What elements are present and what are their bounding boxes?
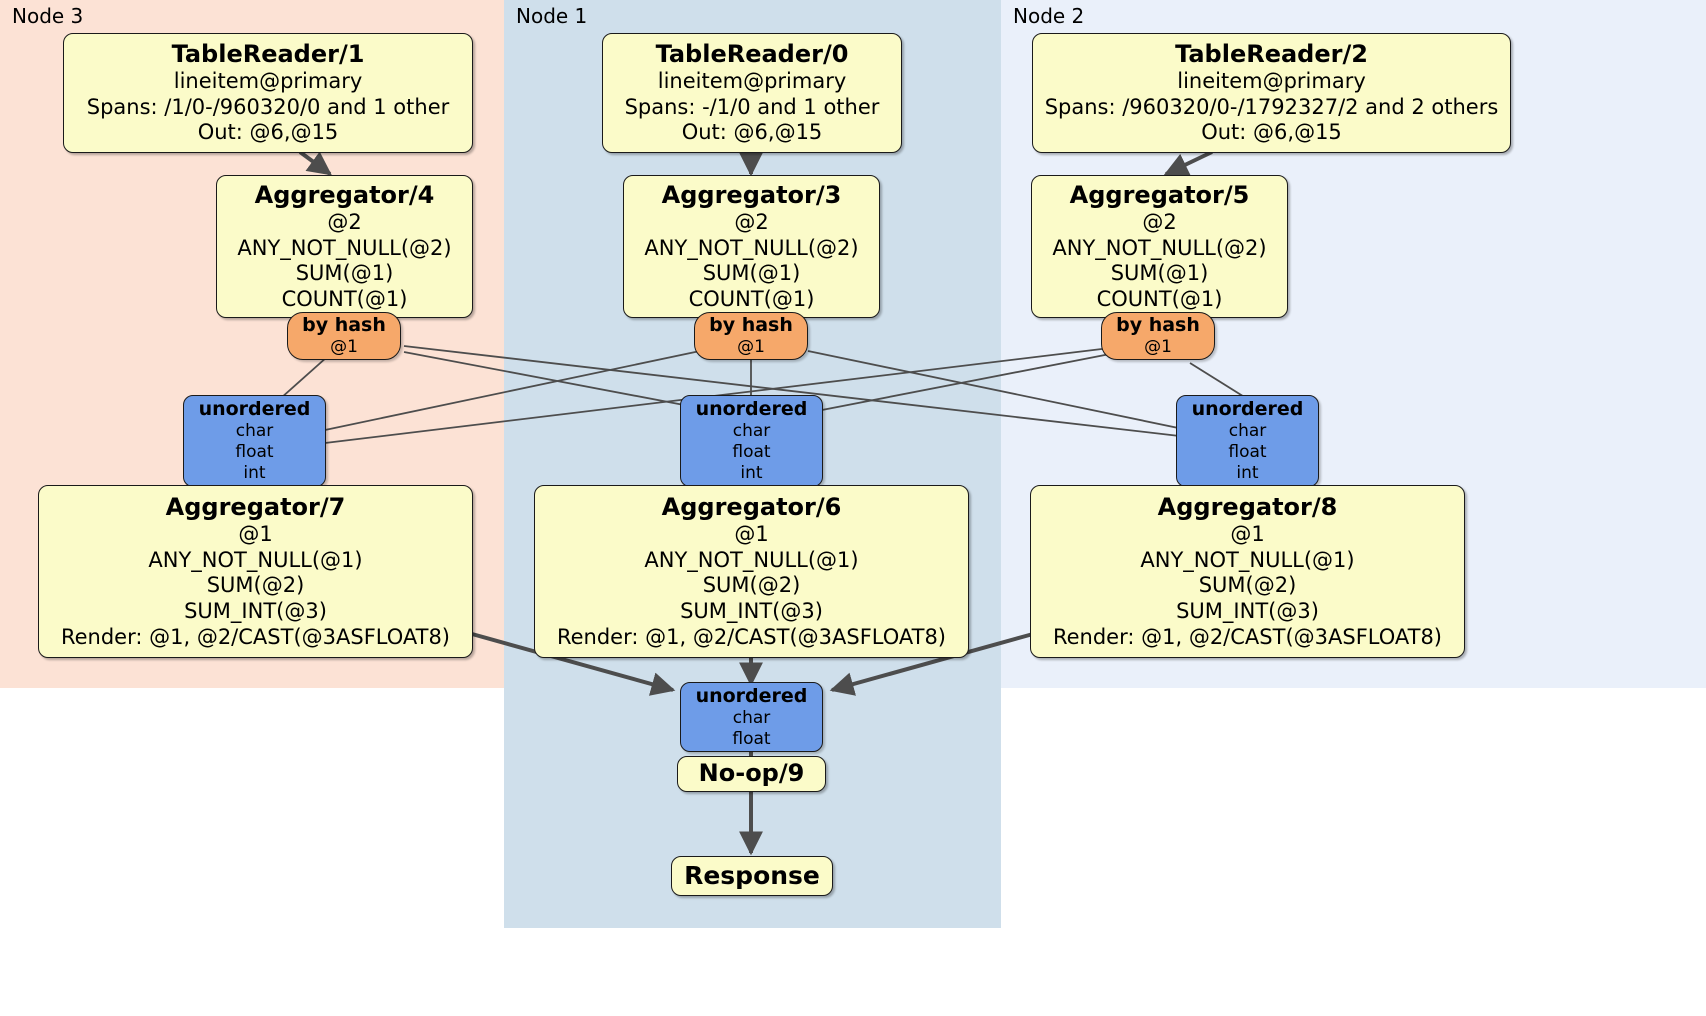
node-detail-line: Out: @6,@15 [197,120,339,145]
router-by-hash-middle[interactable]: by hash @1 [694,312,808,360]
processor-aggregator-4[interactable]: Aggregator/4 @2 ANY_NOT_NULL(@2) SUM(@1)… [216,175,473,318]
stream-detail-line: int [740,462,763,483]
router-by-hash-left[interactable]: by hash @1 [287,312,401,360]
node-detail-line: ANY_NOT_NULL(@1) [148,547,363,572]
node-title: Aggregator/3 [661,180,842,209]
node-detail-line: Spans: /960320/0-/1792327/2 and 2 others [1044,94,1499,119]
stream-unordered-final[interactable]: unordered char float [680,682,823,752]
stream-detail-line: int [1236,462,1259,483]
node-title: Aggregator/4 [254,180,435,209]
node-detail-line: SUM(@1) [1110,261,1209,286]
stream-detail-line: char [732,421,771,442]
node-detail-line: COUNT(@1) [1096,286,1223,311]
router-detail-line: @1 [1144,337,1172,358]
node-detail-line: ANY_NOT_NULL(@1) [1140,547,1355,572]
stream-detail-line: char [732,707,771,728]
node-detail-line: @2 [1142,209,1177,234]
node-detail-line: ANY_NOT_NULL(@1) [644,547,859,572]
stream-detail-line: float [235,442,274,463]
node-detail-line: SUM(@1) [295,261,394,286]
stream-unordered-right[interactable]: unordered char float int [1176,395,1319,487]
node-title: Aggregator/7 [165,492,346,521]
node-title: Aggregator/6 [661,492,842,521]
stream-detail-line: char [235,421,274,442]
node-title: TableReader/0 [655,39,849,68]
node-detail-line: SUM(@2) [1198,573,1297,598]
stream-title: unordered [695,398,808,421]
node-detail-line: lineitem@primary [657,69,847,94]
stream-detail-line: float [732,728,771,749]
router-title: by hash [1116,314,1200,337]
node-title: Response [684,860,820,890]
router-title: by hash [709,314,793,337]
node-detail-line: ANY_NOT_NULL(@2) [644,235,859,260]
node-detail-line: SUM(@2) [702,573,801,598]
processor-aggregator-7[interactable]: Aggregator/7 @1 ANY_NOT_NULL(@1) SUM(@2)… [38,485,473,658]
stream-detail-line: int [243,462,266,483]
node-detail-line: @1 [238,522,273,547]
router-title: by hash [302,314,386,337]
stream-unordered-left[interactable]: unordered char float int [183,395,326,487]
node-detail-line: Spans: /1/0-/960320/0 and 1 other [86,94,450,119]
processor-table-reader-0[interactable]: TableReader/0 lineitem@primary Spans: -/… [602,33,902,153]
processor-aggregator-3[interactable]: Aggregator/3 @2 ANY_NOT_NULL(@2) SUM(@1)… [623,175,880,318]
node-detail-line: @1 [1230,522,1265,547]
router-detail-line: @1 [737,337,765,358]
stream-title: unordered [1191,398,1304,421]
node-detail-line: SUM_INT(@3) [1176,598,1319,623]
processor-no-op-9[interactable]: No-op/9 [677,756,826,792]
processor-aggregator-6[interactable]: Aggregator/6 @1 ANY_NOT_NULL(@1) SUM(@2)… [534,485,969,658]
node-detail-line: Out: @6,@15 [681,120,823,145]
node-detail-line: ANY_NOT_NULL(@2) [237,235,452,260]
node-detail-line: SUM_INT(@3) [680,598,823,623]
cluster-node-3-label: Node 3 [12,4,84,28]
processor-aggregator-8[interactable]: Aggregator/8 @1 ANY_NOT_NULL(@1) SUM(@2)… [1030,485,1465,658]
node-title: No-op/9 [698,759,805,788]
node-title: Aggregator/8 [1157,492,1338,521]
node-detail-line: @2 [734,209,769,234]
node-detail-line: lineitem@primary [1177,69,1366,94]
processor-table-reader-1[interactable]: TableReader/1 lineitem@primary Spans: /1… [63,33,473,153]
node-detail-line: COUNT(@1) [281,286,408,311]
stream-detail-line: float [1228,442,1267,463]
node-detail-line: ANY_NOT_NULL(@2) [1052,235,1267,260]
router-detail-line: @1 [330,337,358,358]
stream-detail-line: char [1228,421,1267,442]
node-detail-line: SUM(@1) [702,261,801,286]
router-by-hash-right[interactable]: by hash @1 [1101,312,1215,360]
node-detail-line: Render: @1, @2/CAST(@3ASFLOAT8) [556,624,947,649]
node-title: TableReader/1 [171,39,365,68]
node-detail-line: lineitem@primary [173,69,363,94]
node-title: Aggregator/5 [1069,180,1250,209]
node-detail-line: Render: @1, @2/CAST(@3ASFLOAT8) [1052,624,1443,649]
node-detail-line: @1 [734,522,769,547]
node-detail-line: SUM_INT(@3) [184,598,327,623]
processor-aggregator-5[interactable]: Aggregator/5 @2 ANY_NOT_NULL(@2) SUM(@1)… [1031,175,1288,318]
node-detail-line: Spans: -/1/0 and 1 other [624,94,880,119]
stream-unordered-middle[interactable]: unordered char float int [680,395,823,487]
node-detail-line: SUM(@2) [206,573,305,598]
node-title: TableReader/2 [1175,39,1368,68]
processor-response[interactable]: Response [671,856,833,896]
node-detail-line: @2 [327,209,362,234]
stream-detail-line: float [732,442,771,463]
processor-table-reader-2[interactable]: TableReader/2 lineitem@primary Spans: /9… [1032,33,1511,153]
stream-title: unordered [198,398,311,421]
stream-title: unordered [695,684,808,707]
cluster-node-2-label: Node 2 [1013,4,1085,28]
node-detail-line: Out: @6,@15 [1201,120,1342,145]
node-detail-line: COUNT(@1) [688,286,815,311]
node-detail-line: Render: @1, @2/CAST(@3ASFLOAT8) [60,624,451,649]
cluster-node-1-label: Node 1 [516,4,588,28]
